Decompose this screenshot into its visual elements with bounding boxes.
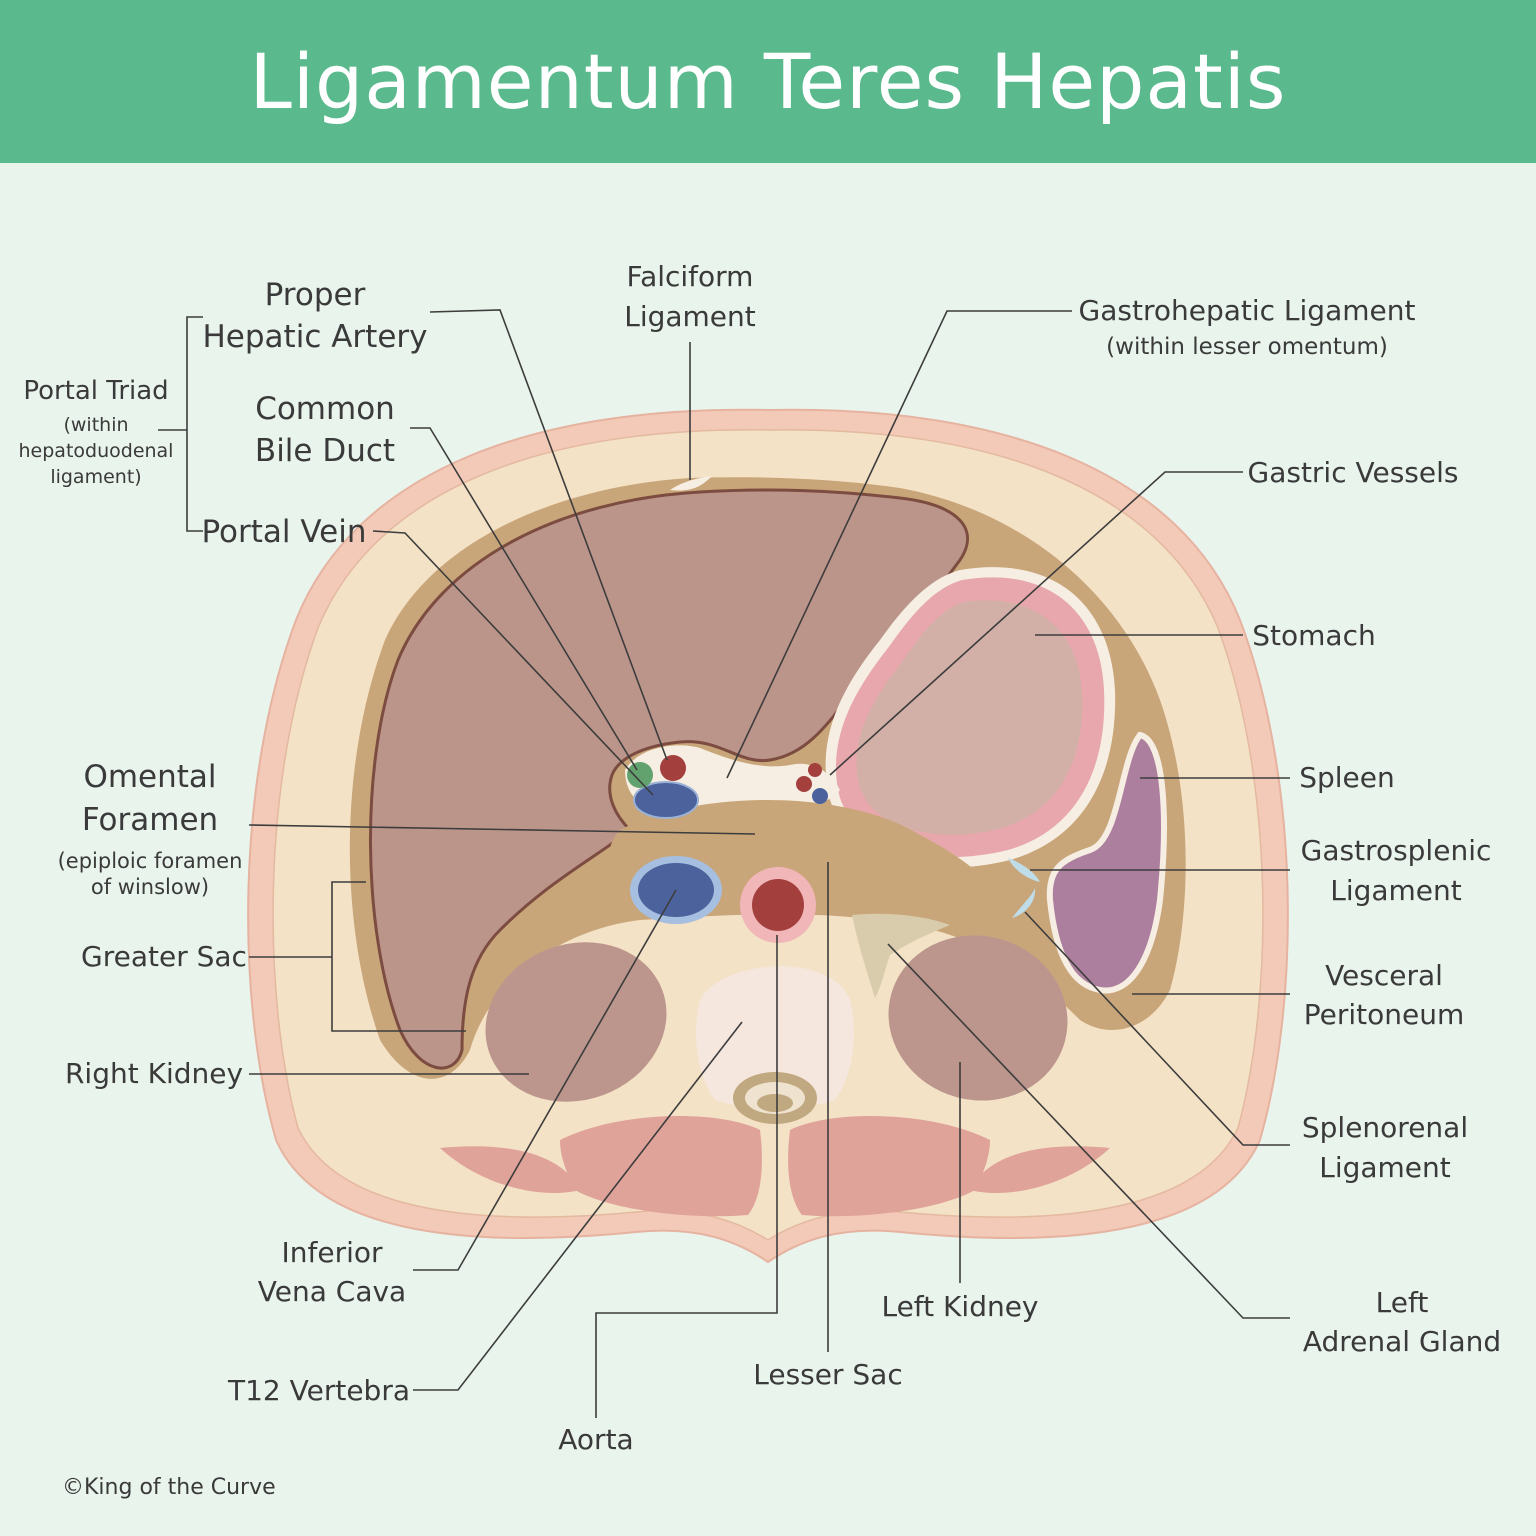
splenorenal-leader (1024, 911, 1290, 1146)
label-portal-triad: Portal Triad (23, 376, 168, 406)
label-portal-triad-note-2: hepatoduodenal (19, 440, 174, 462)
label-visceral-peritoneum-2: Peritoneum (1304, 998, 1465, 1031)
label-falciform-2: Ligament (624, 300, 756, 333)
ivc-leader (413, 889, 677, 1271)
label-visceral-peritoneum-1: Vesceral (1325, 959, 1443, 992)
label-omental-foramen-2: Foramen (82, 802, 218, 838)
label-splenorenal-1: Splenorenal (1302, 1111, 1468, 1144)
label-proper-hepatic-artery-2: Hepatic Artery (203, 319, 428, 355)
label-gastric-vessels: Gastric Vessels (1248, 456, 1459, 489)
vertebral-body (695, 966, 855, 1108)
label-left-kidney: Left Kidney (881, 1290, 1038, 1323)
back-muscle-left (440, 1146, 580, 1194)
hepatic-artery-vessel (660, 755, 686, 781)
omental-foramen-leader (248, 824, 756, 835)
stomach (825, 567, 1116, 868)
body-cross-section (247, 408, 1289, 1264)
left-adrenal-gland (852, 913, 950, 998)
label-t12-vertebra: T12 Vertebra (227, 1374, 410, 1407)
label-ivc-2: Vena Cava (258, 1275, 406, 1308)
label-common-bile-duct-2: Bile Duct (255, 433, 395, 469)
portal-vein-leader (372, 530, 654, 796)
stomach-lumen (856, 600, 1083, 835)
label-omental-foramen-1: Omental (83, 759, 216, 795)
leader-lines (158, 309, 1290, 1418)
label-portal-triad-note-3: ligament) (50, 466, 141, 488)
label-aorta: Aorta (558, 1423, 633, 1456)
splenorenal-ligament-mark (1012, 888, 1036, 918)
label-gastrohepatic-2: (within lesser omentum) (1106, 334, 1388, 360)
label-left-adrenal-1: Left (1376, 1286, 1429, 1319)
label-stomach: Stomach (1252, 619, 1375, 652)
label-lesser-sac: Lesser Sac (753, 1358, 902, 1391)
left-adrenal-leader (887, 943, 1290, 1319)
back-muscle-right (970, 1146, 1110, 1194)
copyright-notice: ©King of the Curve (62, 1475, 276, 1500)
gastrohepatic-leader (726, 310, 1072, 779)
portal-triad-bracket (158, 316, 203, 532)
greater-sac-bracket (249, 881, 466, 1032)
label-gastrosplenic-2: Ligament (1330, 874, 1462, 907)
label-gastrosplenic-1: Gastrosplenic (1301, 834, 1492, 867)
proper-hepatic-artery-leader (429, 309, 668, 761)
label-proper-hepatic-artery-1: Proper (265, 277, 366, 313)
gastric-vessel-1 (808, 763, 822, 777)
gastric-vessel-3 (812, 788, 828, 804)
aorta-lumen (752, 879, 804, 931)
label-greater-sac: Greater Sac (81, 940, 247, 973)
back-muscle-right-mid (788, 1116, 990, 1217)
aorta-leader (595, 935, 778, 1418)
label-portal-triad-note-1: (within (63, 414, 128, 436)
label-omental-foramen-3: (epiploic foramen (58, 849, 243, 873)
bile-duct-vessel (627, 762, 653, 788)
gastric-vessel-2 (796, 776, 812, 792)
spleen (1046, 731, 1167, 994)
spinal-cord (757, 1094, 793, 1112)
label-left-adrenal-2: Adrenal Gland (1303, 1325, 1501, 1358)
common-bile-duct-leader (410, 427, 638, 771)
label-gastrohepatic-1: Gastrohepatic Ligament (1079, 294, 1416, 327)
label-omental-foramen-4: of winslow) (91, 875, 209, 899)
gastric-vessels-leader (829, 471, 1243, 776)
falciform-ligament-mark (670, 476, 712, 491)
label-splenorenal-2: Ligament (1319, 1151, 1451, 1184)
omental-band (609, 800, 1010, 910)
label-spleen: Spleen (1299, 761, 1395, 794)
t12-vertebra-leader (413, 1021, 743, 1391)
gastrosplenic-ligament-mark (1008, 858, 1040, 882)
left-kidney-organ (888, 935, 1068, 1101)
page-title: Ligamentum Teres Hepatis (249, 37, 1287, 126)
label-portal-vein: Portal Vein (201, 514, 366, 550)
label-falciform-1: Falciform (627, 260, 754, 293)
label-ivc-1: Inferior (281, 1236, 383, 1269)
labels: Portal Triad (within hepatoduodenal liga… (19, 260, 1502, 1456)
right-kidney-organ (485, 942, 667, 1102)
liver (369, 488, 969, 1070)
title-banner: Ligamentum Teres Hepatis (0, 0, 1536, 163)
label-common-bile-duct-1: Common (255, 391, 395, 427)
label-right-kidney: Right Kidney (65, 1057, 243, 1090)
